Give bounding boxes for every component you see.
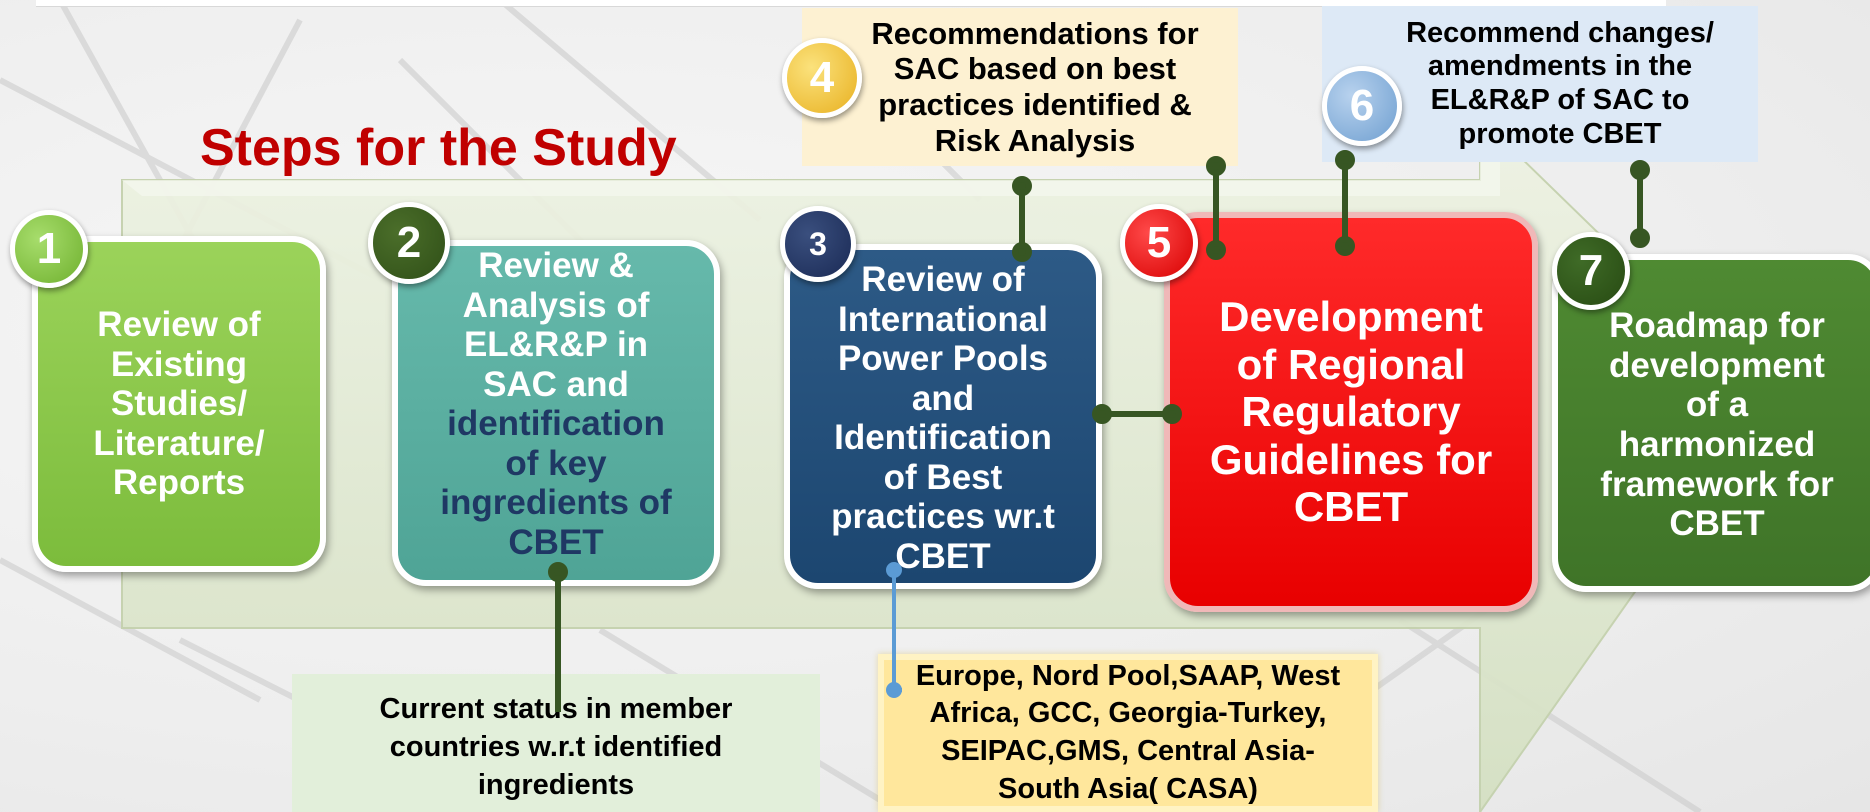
- step-3-line: and: [911, 378, 975, 418]
- step-2-box: Review & Analysis of EL&R&P in SAC and i…: [392, 240, 720, 586]
- power-pools-line: Europe, Nord Pool,SAAP, West: [915, 659, 1341, 692]
- step-3-line: of Best: [883, 457, 1003, 497]
- step-2-line: Analysis of: [462, 285, 650, 325]
- step-6-line: amendments in the: [1427, 50, 1693, 83]
- step-6-line: promote CBET: [1458, 117, 1662, 150]
- step-5-line: of Regional: [1236, 340, 1466, 388]
- step-2-line: Review &: [478, 246, 634, 285]
- step-3-line: Identification: [834, 418, 1052, 458]
- step-7-line: of a: [1685, 385, 1749, 425]
- step-2-line-dark: ingredients of: [440, 483, 672, 523]
- current-status-line: Current status in member: [379, 693, 733, 726]
- step-4-number-badge: 4: [782, 38, 862, 118]
- step-2-line-dark: identification: [447, 404, 665, 444]
- step-6-line: Recommend changes/: [1406, 16, 1714, 49]
- step-2-number-badge: 2: [368, 202, 450, 284]
- step-5-line: Guidelines for: [1209, 435, 1493, 483]
- step-1-line: Studies/: [110, 384, 248, 424]
- step-1-line: Existing: [110, 344, 248, 384]
- step-5-box: Development of Regional Regulatory Guide…: [1164, 212, 1538, 612]
- step-7-line: development: [1609, 345, 1825, 385]
- power-pools-note: Europe, Nord Pool,SAAP, West Africa, GCC…: [878, 654, 1378, 812]
- step-2-line: EL&R&P in: [463, 325, 649, 365]
- step-4-line: practices identified &: [878, 87, 1192, 122]
- current-status-note: Current status in member countries w.r.t…: [292, 674, 820, 812]
- step-3-line: practices wr.t: [831, 497, 1055, 537]
- step-1-line: Reports: [112, 463, 246, 503]
- step-3-line: International: [837, 299, 1048, 339]
- step-6-line: EL&R&P of SAC to: [1430, 84, 1690, 116]
- diagram-title: Steps for the Study: [200, 119, 677, 177]
- step-7-line: framework for: [1600, 464, 1834, 504]
- step-5-line: CBET: [1293, 483, 1409, 531]
- step-4-line: Recommendations for: [871, 15, 1199, 51]
- step-2-line-dark: CBET: [508, 522, 604, 562]
- step-5-line: Development: [1219, 293, 1483, 341]
- step-3-line: Power Pools: [837, 339, 1049, 379]
- step-7-box: Roadmap for development of a harmonized …: [1552, 254, 1870, 592]
- step-3-box: Review of International Power Pools and …: [784, 244, 1102, 589]
- step-1-line: Literature/: [93, 423, 265, 463]
- step-1-box: Review of Existing Studies/ Literature/ …: [32, 236, 326, 572]
- step-4-note: Recommendations for SAC based on best pr…: [802, 8, 1238, 166]
- step-3-number-badge: 3: [780, 206, 856, 282]
- power-pools-line: Africa, GCC, Georgia-Turkey,: [929, 697, 1327, 730]
- step-4-line: Risk Analysis: [934, 122, 1136, 158]
- current-status-line: ingredients: [477, 768, 635, 801]
- top-bar: [36, 0, 1666, 7]
- power-pools-line: SEIPAC,GMS, Central Asia-: [941, 735, 1315, 767]
- step-3-line: CBET: [895, 536, 991, 576]
- step-5-line: Regulatory: [1241, 388, 1461, 436]
- step-1-line: Review of: [97, 305, 261, 345]
- current-status-line: countries w.r.t identified: [389, 731, 723, 764]
- step-7-number-badge: 7: [1552, 232, 1630, 310]
- step-1-number-badge: 1: [10, 210, 88, 288]
- step-2-line-dark: of key: [505, 443, 607, 483]
- step-7-line: Roadmap for: [1609, 306, 1825, 346]
- step-7-line: harmonized: [1618, 425, 1816, 464]
- step-3-line: Review of: [861, 260, 1025, 299]
- step-7-line: CBET: [1669, 504, 1765, 544]
- step-4-line: SAC based on best: [893, 51, 1177, 87]
- step-2-line: SAC and: [483, 364, 629, 404]
- step-6-number-badge: 6: [1322, 66, 1402, 146]
- power-pools-line: South Asia( CASA): [998, 772, 1258, 805]
- step-5-number-badge: 5: [1120, 204, 1198, 282]
